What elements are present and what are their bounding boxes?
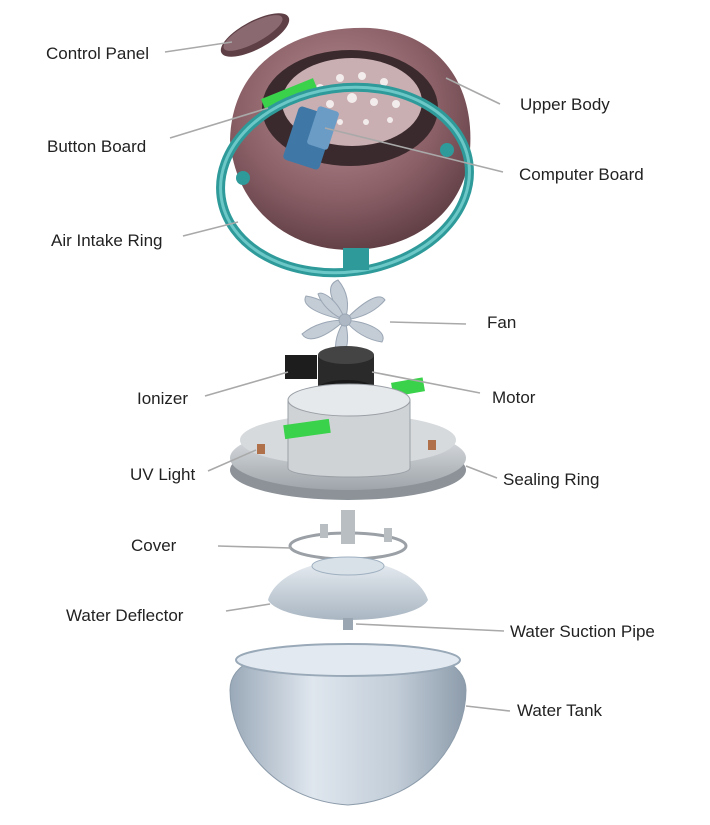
ionizer-part bbox=[285, 355, 317, 379]
computer-board-part bbox=[283, 106, 339, 170]
label-water-tank: Water Tank bbox=[517, 701, 603, 720]
label-fan: Fan bbox=[487, 313, 517, 332]
label-water-suction-pipe: Water Suction Pipe bbox=[510, 622, 655, 641]
label-button-board: Button Board bbox=[47, 137, 147, 156]
label-motor: Motor bbox=[492, 388, 536, 407]
water-tank-part bbox=[229, 643, 467, 806]
air-intake-ring-part bbox=[216, 82, 474, 278]
water-deflector-part bbox=[268, 556, 428, 630]
label-uv-light: UV Light bbox=[130, 465, 196, 484]
label-ionizer: Ionizer bbox=[137, 389, 189, 408]
fan-part bbox=[301, 279, 386, 356]
sealing-ring-part bbox=[230, 383, 466, 500]
label-computer-board: Computer Board bbox=[519, 165, 644, 184]
label-water-deflector: Water Deflector bbox=[66, 606, 184, 625]
label-air-intake-ring: Air Intake Ring bbox=[51, 231, 163, 250]
cover-part bbox=[288, 510, 408, 561]
label-upper-body: Upper Body bbox=[520, 95, 610, 114]
upper-body-part bbox=[230, 27, 471, 251]
label-cover: Cover bbox=[131, 536, 177, 555]
leader-lines bbox=[164, 41, 511, 712]
label-control-panel: Control Panel bbox=[46, 44, 150, 63]
label-sealing-ring: Sealing Ring bbox=[503, 470, 600, 489]
control-panel-part bbox=[220, 13, 290, 57]
